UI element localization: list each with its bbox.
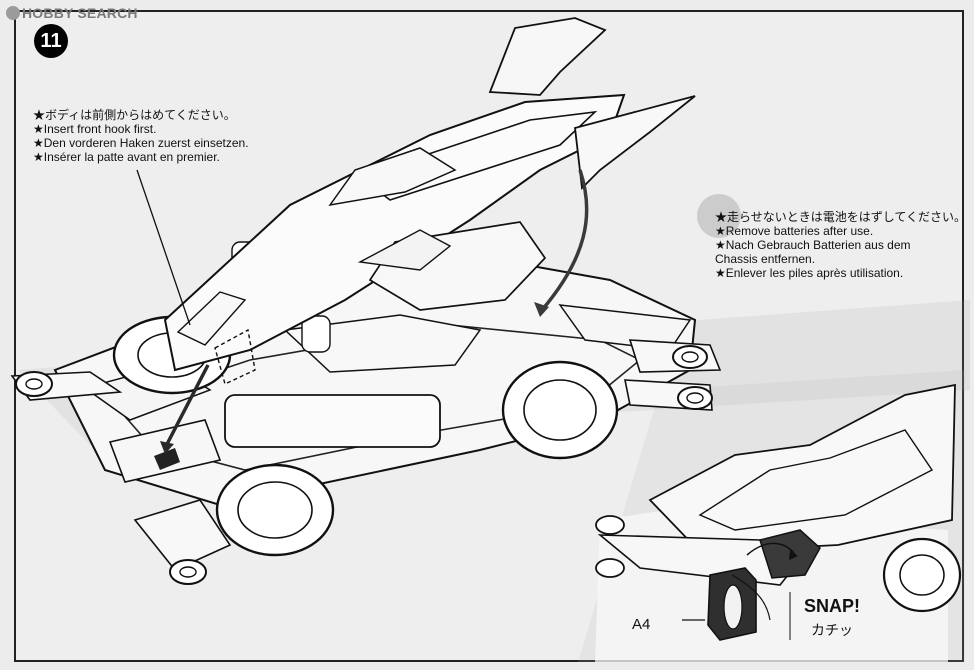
roller-front-left: [15, 371, 53, 397]
note-pointer-line: [136, 169, 191, 326]
rear-body-arrow: [540, 169, 589, 312]
inset-roller-top: [595, 515, 625, 535]
brand-text: HOBBY SEARCH: [22, 5, 138, 21]
wheel-rear-right: [501, 360, 619, 460]
roller-rear-right: [677, 386, 713, 410]
body-shell-main: [163, 93, 626, 372]
inset-roller-bottom: [595, 558, 625, 578]
battery-note-fr: ★Enlever les piles après utilisation.: [715, 266, 904, 280]
front-hook-slot: [154, 448, 180, 470]
part-a4-label: A4: [632, 616, 651, 633]
roller-front-right: [169, 559, 207, 585]
inset-wheel: [882, 537, 962, 613]
front-fin: [488, 17, 607, 96]
front-hook-note-de: ★Den vorderen Haken zuerst einsetzen.: [33, 136, 249, 150]
snap-motion-arc: [746, 542, 796, 556]
brand-logo-icon: [6, 6, 20, 20]
battery-cover: [283, 314, 482, 373]
battery-note-de-2: Chassis entfernen.: [715, 252, 816, 266]
battery-note-en: ★Remove batteries after use.: [715, 224, 874, 238]
front-hook-arrow: [163, 364, 210, 449]
snap-japanese-label: カチッ: [811, 622, 853, 638]
motor-cover: [224, 394, 441, 448]
canopy-vent: [357, 229, 452, 271]
hidden-hook-lines: [214, 328, 256, 385]
front-hook-note-fr: ★Insérer la patte avant en premier.: [33, 150, 220, 164]
step-number-badge: 11: [34, 24, 68, 58]
wheel-front-right: [215, 463, 335, 557]
front-hook-note: ★ボディは前側からはめてください。 ★Insert front hook fir…: [33, 108, 249, 164]
battery-removal-note: ★走らせないときは電池をはずしてください。 ★Remove batteries …: [696, 194, 967, 280]
body-front-tab: [176, 291, 247, 346]
battery-note-de-1: ★Nach Gebrauch Batterien aus dem: [715, 238, 911, 252]
roller-rear-left: [672, 345, 708, 369]
snap-label: SNAP!: [804, 596, 861, 616]
front-right-arm: [133, 499, 232, 571]
side-wing-left: [328, 147, 457, 207]
front-hook-note-jp: ★ボディは前側からはめてください。: [33, 108, 236, 122]
brand-watermark: HOBBY SEARCH: [6, 4, 138, 22]
battery-note-jp: ★走らせないときは電池をはずしてください。: [715, 210, 967, 224]
front-hook-note-en: ★Insert front hook first.: [33, 122, 157, 136]
